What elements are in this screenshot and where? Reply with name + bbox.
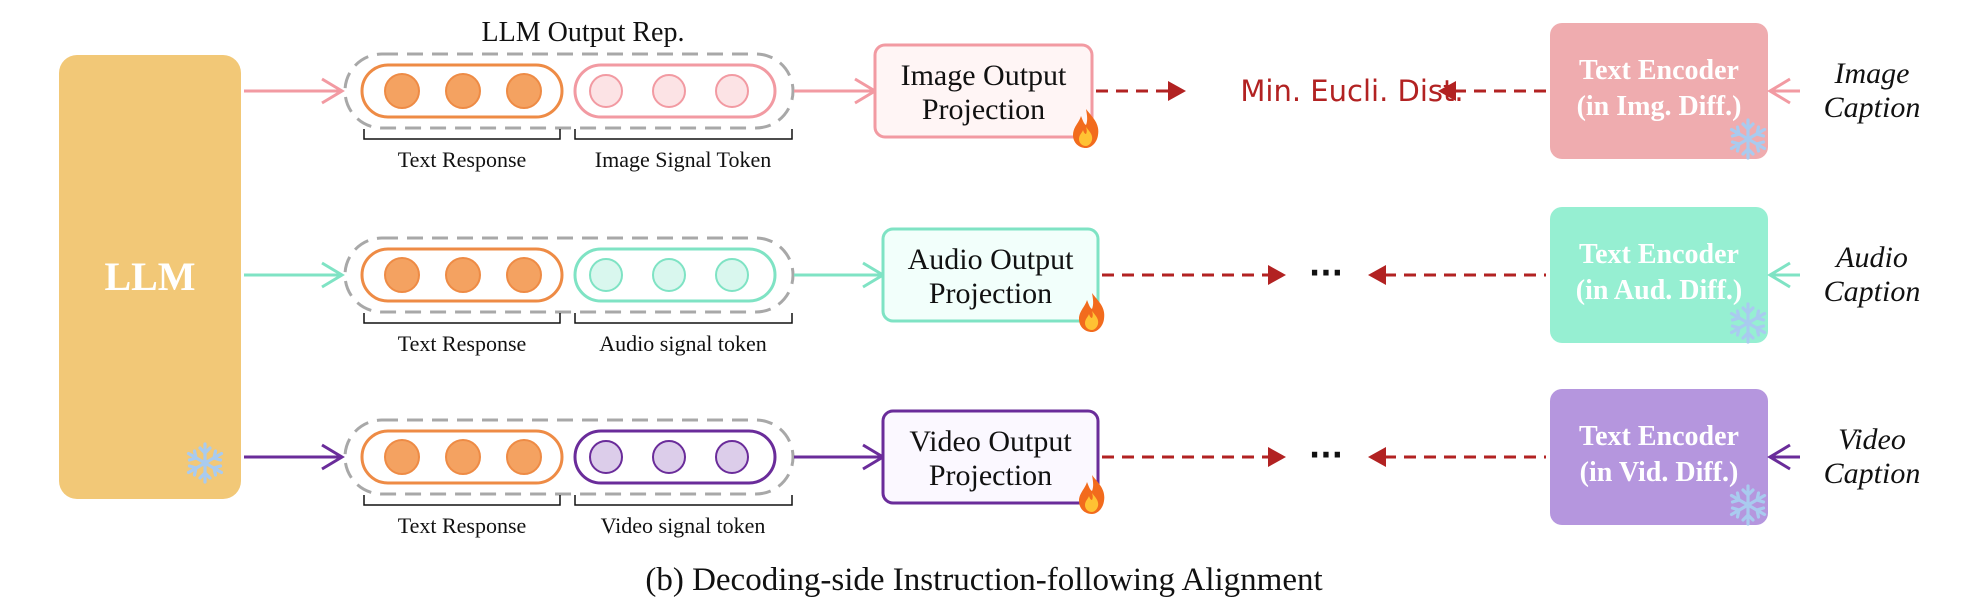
output-rep-label: LLM Output Rep. bbox=[482, 17, 685, 48]
signal-token bbox=[715, 258, 749, 292]
text-response-bracket bbox=[363, 313, 561, 324]
loss-arrowhead bbox=[1168, 81, 1186, 101]
signal-token bbox=[715, 74, 749, 108]
signal-token-bracket bbox=[574, 313, 793, 324]
projection-label-line2: Projection bbox=[929, 277, 1052, 310]
video-row: Text Response Video signal token Video Out… bbox=[244, 389, 1920, 538]
text-encoder-label-line2: (in Vid. Diff.) bbox=[1580, 457, 1739, 488]
signal-token bbox=[652, 258, 686, 292]
text-encoder-box bbox=[1550, 207, 1768, 343]
projection-label-line1: Video Output bbox=[909, 425, 1072, 458]
ellipsis: ··· bbox=[1309, 438, 1343, 473]
projection-label-line1: Image Output bbox=[901, 59, 1067, 92]
signal-token bbox=[652, 74, 686, 108]
signal-token-label: Video signal token bbox=[601, 513, 766, 538]
text-encoder-label-line1: Text Encoder bbox=[1579, 55, 1739, 86]
signal-token bbox=[589, 440, 623, 474]
caption-label-line1: Image bbox=[1834, 57, 1910, 90]
output-rep-dashed-group bbox=[343, 52, 795, 130]
image-row: Text Response Image Signal Token Image Out… bbox=[244, 23, 1920, 172]
arrowhead bbox=[321, 261, 345, 289]
text-encoder-box bbox=[1550, 23, 1768, 159]
text-response-label: Text Response bbox=[398, 331, 527, 356]
arrowhead bbox=[1767, 77, 1791, 105]
llm-block bbox=[59, 55, 241, 499]
output-rep-dashed-group bbox=[343, 418, 795, 496]
caption-label-line2: Caption bbox=[1824, 91, 1921, 124]
text-response-token bbox=[384, 257, 420, 293]
objective-label: Min. Eucli. Dist. bbox=[1240, 74, 1463, 108]
llm-label: LLM bbox=[104, 254, 195, 299]
text-encoder-label-line1: Text Encoder bbox=[1579, 421, 1739, 452]
ellipsis: ··· bbox=[1309, 256, 1343, 291]
output-projection-box bbox=[881, 227, 1100, 323]
text-response-bracket bbox=[363, 495, 561, 506]
projection-label-line1: Audio Output bbox=[908, 243, 1075, 276]
caption-label-line2: Caption bbox=[1824, 275, 1921, 308]
text-response-token bbox=[506, 257, 542, 293]
output-rep-dashed-group bbox=[343, 236, 795, 314]
caption-label-line2: Caption bbox=[1824, 457, 1921, 490]
text-response-token bbox=[445, 73, 481, 109]
text-response-token bbox=[445, 257, 481, 293]
text-encoder-label-line2: (in Img. Diff.) bbox=[1577, 91, 1742, 122]
signal-token bbox=[652, 440, 686, 474]
loss-arrowhead bbox=[1268, 447, 1286, 467]
text-response-token bbox=[506, 73, 542, 109]
signal-token-bracket bbox=[574, 495, 793, 506]
loss-arrowhead bbox=[1438, 81, 1456, 101]
text-response-token bbox=[445, 439, 481, 475]
text-response-token bbox=[384, 73, 420, 109]
signal-token-bracket bbox=[574, 129, 793, 140]
text-response-token bbox=[506, 439, 542, 475]
output-projection-box bbox=[873, 43, 1094, 139]
text-response-token bbox=[384, 439, 420, 475]
signal-token bbox=[589, 258, 623, 292]
text-encoder-label-line2: (in Aud. Diff.) bbox=[1576, 275, 1742, 306]
text-response-label: Text Response bbox=[398, 513, 527, 538]
signal-token bbox=[589, 74, 623, 108]
text-encoder-box bbox=[1550, 389, 1768, 525]
arrowhead bbox=[1767, 261, 1791, 289]
figure-caption: (b) Decoding-side Instruction-following … bbox=[645, 562, 1322, 598]
loss-arrowhead bbox=[1368, 447, 1386, 467]
signal-token bbox=[715, 440, 749, 474]
text-encoder-label-line1: Text Encoder bbox=[1579, 239, 1739, 270]
loss-arrowhead bbox=[1268, 265, 1286, 285]
projection-label-line2: Projection bbox=[922, 93, 1045, 126]
text-response-label: Text Response bbox=[398, 147, 527, 172]
arrowhead bbox=[321, 443, 345, 471]
caption-label-line1: Audio bbox=[1834, 241, 1908, 274]
arrowhead bbox=[1767, 443, 1791, 471]
arrowhead bbox=[321, 77, 345, 105]
signal-token-label: Audio signal token bbox=[599, 331, 766, 356]
audio-row: Text Response Audio signal token Audio Out… bbox=[244, 207, 1920, 356]
signal-token-label: Image Signal Token bbox=[595, 147, 771, 172]
projection-label-line2: Projection bbox=[929, 459, 1052, 492]
text-response-bracket bbox=[363, 129, 561, 140]
loss-arrowhead bbox=[1368, 265, 1386, 285]
caption-label-line1: Video bbox=[1838, 423, 1906, 456]
output-projection-box bbox=[881, 409, 1100, 505]
